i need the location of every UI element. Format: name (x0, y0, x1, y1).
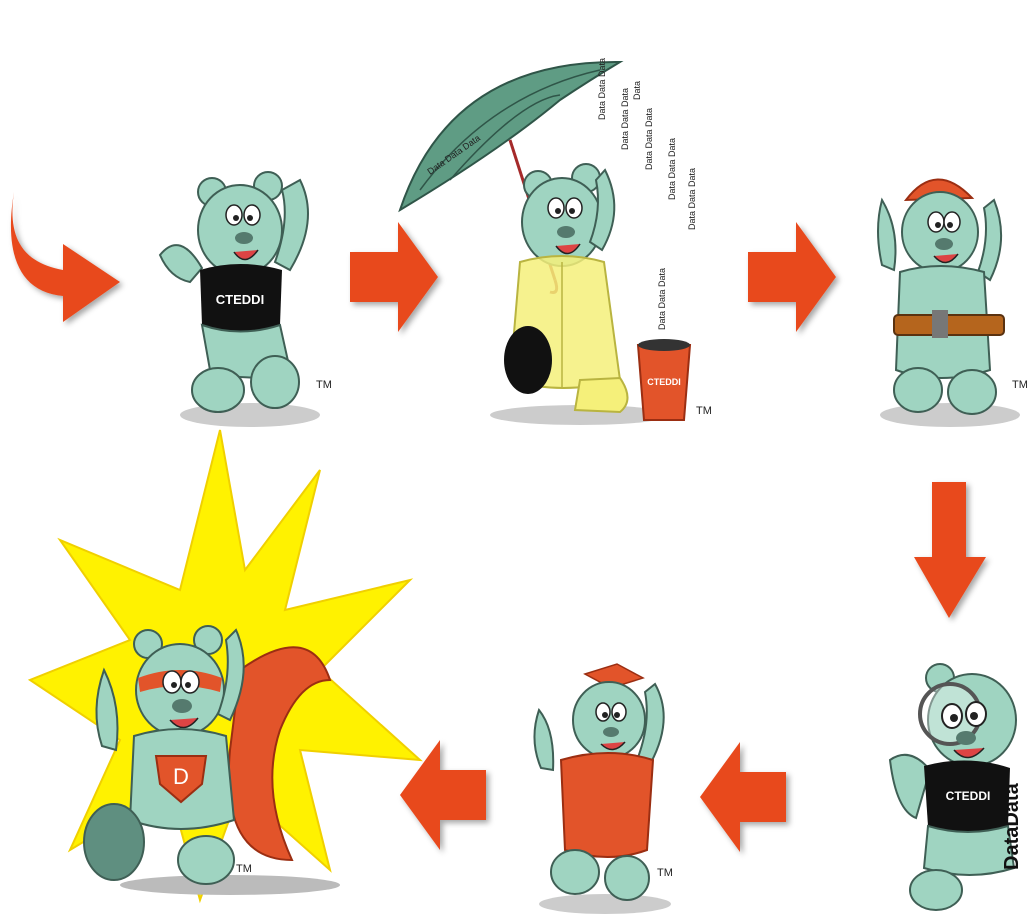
flow-arrow-left-1-icon (700, 742, 786, 852)
bear-superhero-burst: D TM (27, 429, 423, 904)
bear-cteddi-shirt: CTEDDI TM (158, 171, 332, 427)
flow-arrow-left-2-icon (400, 740, 486, 850)
bear-magnifier-cteddi: CTEDDI DataData (888, 663, 1023, 911)
hero-badge-letter: D (173, 764, 189, 789)
start-curved-arrow-icon (10, 192, 120, 322)
bucket-label: CTEDDI (647, 377, 681, 387)
bear-umbrella-raincoat: Data Data Data CTEDDI TM Data Data Data … (398, 58, 712, 425)
trademark-mark: TM (236, 863, 252, 875)
rain-data-4: Data Data Data (667, 138, 677, 200)
rain-data-5: Data Data Data (687, 168, 697, 230)
bear-graduate: TM (533, 663, 673, 914)
bear-hardhat-toolbelt: TM (877, 178, 1028, 427)
rain-data-2: Data Data Data (620, 88, 630, 150)
trademark-mark: TM (1012, 379, 1028, 391)
rain-data-6: Data Data Data (657, 268, 667, 330)
flow-arrow-right-2-icon (748, 222, 836, 332)
rain-data-3: Data Data Data (644, 108, 654, 170)
trademark-mark: TM (696, 405, 712, 417)
trademark-mark: TM (316, 379, 332, 391)
shirt-label: CTEDDI (216, 292, 264, 307)
side-data-text: DataData (1001, 782, 1023, 870)
rain-data-1: Data Data Data (597, 58, 607, 120)
flow-arrow-down-icon (914, 482, 986, 618)
flow-arrow-right-1-icon (350, 222, 438, 332)
shirt-label: CTEDDI (946, 789, 991, 803)
trademark-mark: TM (657, 867, 673, 879)
rain-data-7: Data (632, 81, 642, 100)
